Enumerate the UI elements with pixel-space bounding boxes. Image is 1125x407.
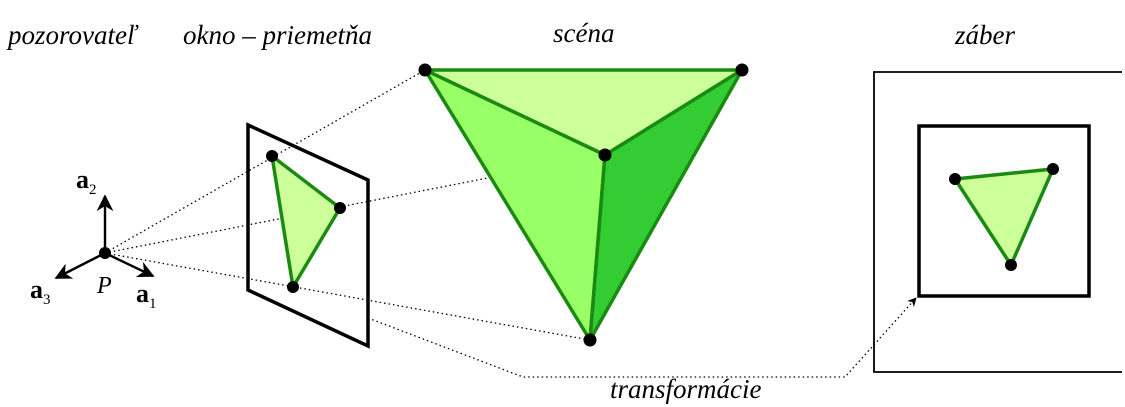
shot-vertex <box>1005 259 1017 271</box>
window-plane <box>246 122 370 349</box>
window-vertex <box>334 202 346 214</box>
shot-viewport <box>873 71 1122 373</box>
projection-ray-top <box>104 69 426 254</box>
scene-vertex <box>418 63 432 77</box>
a3-axis-arrow <box>54 251 106 280</box>
projection-lines <box>104 69 606 341</box>
observer-frame: a2 a1 a3 P <box>30 165 157 312</box>
scene-vertex <box>735 63 749 77</box>
viewport-rect <box>917 124 1091 298</box>
scene-tetrahedron <box>418 63 749 347</box>
scene-label: scéna <box>553 18 614 48</box>
window-vertex <box>266 150 278 162</box>
p-label: P <box>96 273 112 299</box>
window-vertex <box>287 281 299 293</box>
shot-triangle <box>953 167 1055 267</box>
a2-label: a2 <box>76 165 97 198</box>
window-label: okno – priemetňa <box>183 20 372 50</box>
transform-arrow <box>367 297 917 378</box>
projected-triangle <box>270 154 342 289</box>
a1-label: a1 <box>136 279 157 312</box>
scene-vertex <box>583 333 597 347</box>
a3-label: a3 <box>30 275 51 308</box>
scene-vertex <box>598 148 612 162</box>
projection-ray-bottom <box>104 252 591 341</box>
tetra-right-face <box>588 68 744 342</box>
transforms-label: transformácie <box>610 374 762 404</box>
shot-vertex <box>949 173 961 185</box>
screen-frame <box>873 71 1122 373</box>
shot-label: záber <box>954 20 1015 50</box>
observer-label: pozorovateľ <box>6 20 139 50</box>
projection-window <box>246 122 370 349</box>
shot-vertex <box>1047 163 1059 175</box>
a1-axis-arrow <box>104 251 155 278</box>
